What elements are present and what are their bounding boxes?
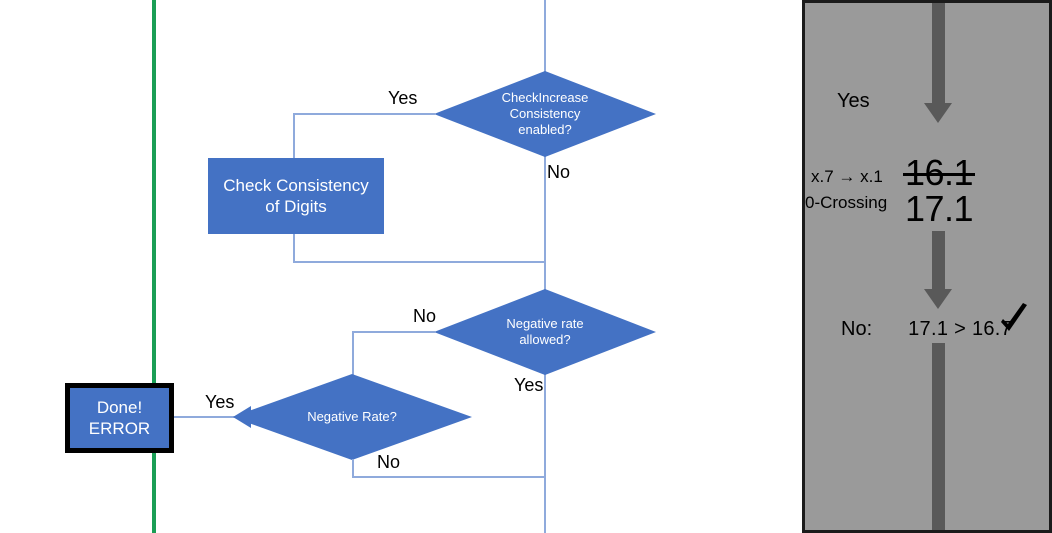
- decision-check-increase-label: CheckIncrease Consistency enabled?: [502, 90, 589, 138]
- terminator-done-error-label: Done! ERROR: [89, 397, 150, 440]
- panel-rule-label-1: x.7 → x.1: [811, 167, 883, 186]
- connector-negrate-no-h: [352, 476, 545, 478]
- decision-check-increase-consistency[interactable]: CheckIncrease Consistency enabled?: [434, 71, 656, 157]
- connector-spine-top: [544, 0, 546, 86]
- panel-value-old: 16.1: [905, 152, 974, 193]
- panel-result-prefix: No:: [841, 318, 873, 340]
- process-check-consistency-of-digits[interactable]: Check Consistency of Digits: [208, 158, 384, 234]
- connector-spine-mid: [544, 156, 546, 263]
- check-mark-icon: [1001, 303, 1027, 331]
- edge-label-negative-rate-allowed-no: No: [413, 306, 437, 326]
- panel-value-new: 17.1: [905, 188, 974, 229]
- connector-negrate-no-v: [352, 459, 354, 477]
- edge-label-check-increase-no: No: [547, 162, 571, 182]
- edge-label-done-error-yes: Yes: [205, 392, 235, 412]
- decision-negative-rate-allowed-label: Negative rate allowed?: [506, 316, 583, 348]
- terminator-line-2: ERROR: [88, 419, 151, 438]
- connector-negallowed-no-h: [352, 331, 436, 333]
- connector-spine-to-negrate: [544, 262, 546, 305]
- decision-line-2: Consistency: [509, 106, 581, 122]
- panel-arrow-head-mid-icon: [924, 289, 952, 309]
- edge-label-negative-rate-allowed-yes: Yes: [514, 375, 544, 395]
- panel-arrow-shaft-mid: [932, 231, 945, 289]
- panel-arrow-head-top-icon: [924, 103, 952, 123]
- process-check-consistency-label: Check Consistency of Digits: [223, 175, 369, 218]
- connector-yes-h-top: [293, 113, 435, 115]
- decision-negative-rate-label: Negative Rate?: [307, 409, 397, 425]
- panel-value-old-text: 16.1: [905, 152, 974, 193]
- panel-branch-label: Yes: [837, 90, 870, 112]
- decision-line-1: CheckIncrease: [501, 90, 589, 106]
- arrowhead-to-done-error-icon: [233, 406, 251, 428]
- process-line-2: of Digits: [265, 197, 327, 216]
- panel-result-row: No: 17.1 > 16.7: [841, 318, 1012, 341]
- annotation-panel: Yes x.7 → x.1 0-Crossing 16.1 17.1 No: 17…: [802, 0, 1052, 533]
- panel-arrow-shaft-bottom: [932, 343, 945, 530]
- decision-negative-rate-allowed[interactable]: Negative rate allowed?: [434, 289, 656, 375]
- connector-spine-bottom: [544, 357, 546, 533]
- decision-line-3: enabled?: [518, 121, 572, 137]
- panel-arrow-shaft-top: [932, 3, 945, 103]
- edge-label-check-increase-yes: Yes: [388, 88, 418, 108]
- edge-label-negative-rate-no: No: [377, 452, 401, 472]
- process-line-1: Check Consistency: [223, 175, 369, 195]
- panel-result-comparison: 17.1 > 16.7: [908, 318, 1013, 340]
- decision-line-2: allowed?: [519, 332, 571, 347]
- decision-line-1: Negative rate: [506, 316, 584, 332]
- terminator-done-error[interactable]: Done! ERROR: [65, 383, 174, 453]
- connector-negallowed-no-v: [352, 331, 354, 375]
- connector-yes-h-bottom: [293, 261, 545, 263]
- decision-negative-rate[interactable]: Negative Rate?: [232, 374, 472, 460]
- panel-rule-label-2: 0-Crossing: [805, 193, 888, 212]
- green-divider-line: [152, 0, 156, 533]
- connector-done-error-h: [174, 416, 236, 418]
- terminator-line-1: Done!: [96, 397, 143, 417]
